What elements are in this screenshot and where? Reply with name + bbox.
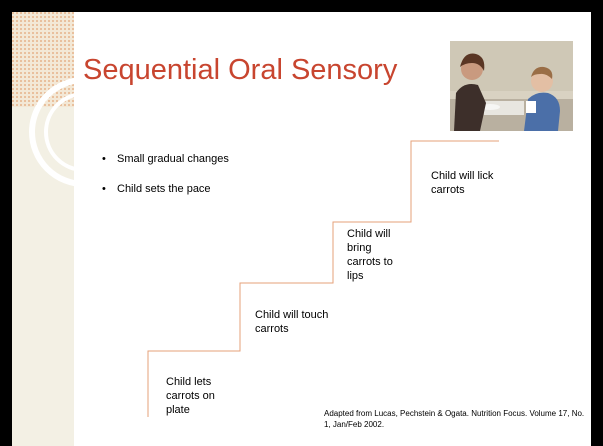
decorative-pattern bbox=[12, 12, 74, 446]
step-label-1: Child lets carrots on plate bbox=[166, 375, 228, 417]
step-label-3: Child will bring carrots to lips bbox=[347, 227, 403, 283]
decorative-sidebar bbox=[12, 12, 74, 446]
citation: Adapted from Lucas, Pechstein & Ogata. N… bbox=[324, 408, 586, 430]
step-label-4: Child will lick carrots bbox=[431, 169, 511, 197]
staircase-diagram bbox=[78, 12, 591, 446]
slide-content: Sequential Oral Sensory Small gradual ch… bbox=[78, 12, 591, 446]
step-label-2: Child will touch carrots bbox=[255, 308, 343, 336]
